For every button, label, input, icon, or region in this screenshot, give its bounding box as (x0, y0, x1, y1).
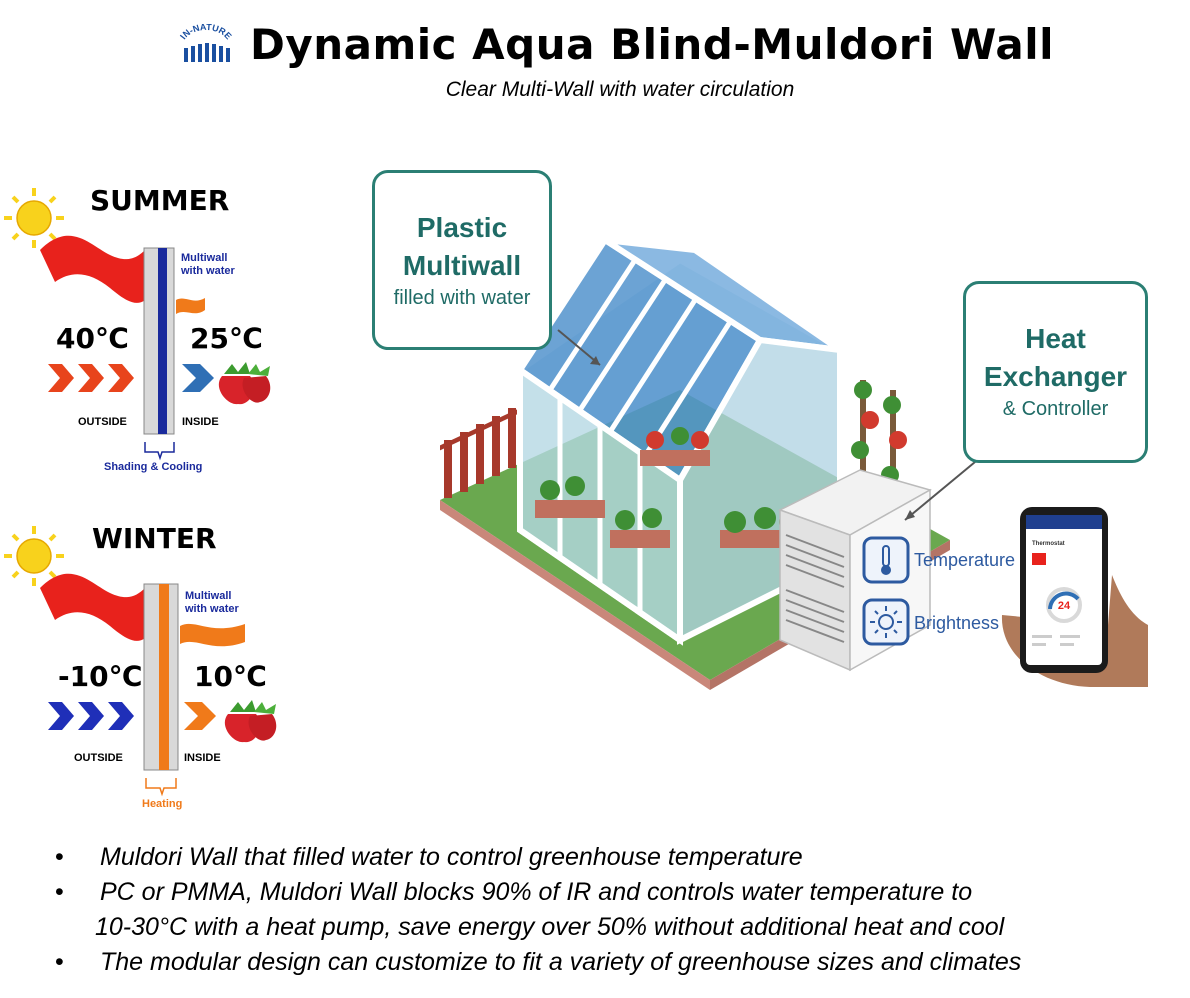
wall-label-line1: Multiwall (185, 590, 232, 602)
winter-outside-label: OUTSIDE (74, 752, 123, 764)
callout-line2: Exchanger (983, 361, 1128, 392)
bullet-text: Muldori Wall that filled water to contro… (100, 843, 803, 871)
list-item: • PC or PMMA, Muldori Wall blocks 90% of… (55, 875, 1185, 910)
callout-line3: filled with water (393, 287, 531, 309)
callout-line2: Multiwall (402, 250, 522, 281)
callout-line1: Heat (1025, 323, 1086, 354)
smartphone: 24 Thermostat (1000, 505, 1150, 690)
summer-inside-label: INSIDE (182, 416, 219, 428)
callout-line3: & Controller (1002, 398, 1109, 420)
strawberry-icon (218, 362, 271, 405)
greenhouse-illustration (440, 235, 950, 690)
strawberry-icon (224, 700, 277, 743)
thermometer-icon (862, 536, 910, 584)
inside-arrow-icon (184, 702, 216, 730)
list-item: • Muldori Wall that filled water to cont… (55, 840, 1185, 875)
brightness-label: Brightness (914, 613, 1000, 633)
phone-screen-title: Thermostat (1032, 541, 1065, 547)
summer-wall-label: Multiwall with water (181, 252, 235, 278)
heat-exchanger-callout: Heat Exchanger & Controller (963, 281, 1148, 463)
logo: IN-NATURE (176, 22, 236, 64)
bullet-text: The modular design can customize to fit … (100, 948, 1022, 976)
summer-outside-temp: 40℃ (56, 322, 129, 355)
page-subtitle: Clear Multi-Wall with water circulation (445, 78, 795, 101)
list-item: • The modular design can customize to fi… (55, 945, 1185, 980)
outside-arrows-icon (48, 702, 134, 730)
bullet-text: 10-30°C with a heat pump, save energy ov… (95, 913, 1005, 941)
wall-label-line2: with water (181, 265, 235, 277)
winter-inside-label: INSIDE (184, 752, 221, 764)
list-item-continuation: 10-30°C with a heat pump, save energy ov… (55, 910, 1185, 945)
plants-icon (535, 427, 801, 548)
callout-line1: Plastic (416, 212, 508, 243)
summer-diagram (4, 188, 271, 461)
bullet-marker: • (55, 878, 64, 906)
summer-bottom-label: Shading & Cooling (104, 461, 203, 473)
sun-icon (4, 188, 64, 248)
bullet-marker: • (55, 948, 64, 976)
winter-title: WINTER (92, 522, 217, 555)
bullet-text: PC or PMMA, Muldori Wall blocks 90% of I… (100, 878, 973, 906)
winter-outside-temp: -10℃ (58, 660, 143, 693)
bullet-marker: • (55, 843, 64, 871)
winter-inside-temp: 10℃ (194, 660, 267, 693)
brightness-icon (862, 598, 910, 646)
fence-icon (440, 408, 520, 498)
winter-panel: WINTER Multiwall with water -10℃ 10℃ OUT… (0, 518, 300, 818)
temperature-control (862, 536, 910, 589)
inside-arrow-icon (182, 364, 214, 392)
summer-title: SUMMER (90, 184, 230, 217)
page-title: Dynamic Aqua Blind-Muldori Wall (250, 20, 1055, 69)
wall-label-line2: with water (185, 603, 239, 615)
bullet-list: • Muldori Wall that filled water to cont… (55, 840, 1185, 980)
phone-setpoint: 24 (1058, 600, 1071, 612)
heat-wave-icon (40, 235, 145, 303)
phone-illustration: 24 Thermostat (1001, 507, 1148, 687)
summer-inside-temp: 25℃ (190, 322, 263, 355)
winter-wall-label: Multiwall with water (185, 590, 239, 616)
brightness-control (862, 598, 910, 651)
sun-icon (4, 526, 64, 586)
winter-diagram (4, 526, 277, 797)
winter-bottom-label: Heating (142, 798, 183, 810)
summer-outside-label: OUTSIDE (78, 416, 127, 428)
multiwall-callout: Plastic Multiwall filled with water (372, 170, 552, 350)
wall-label-line1: Multiwall (181, 252, 228, 264)
summer-panel: SUMMER Multiwall with water 40℃ 25℃ OUTS… (0, 180, 300, 480)
outside-arrows-icon (48, 364, 134, 392)
logo-icon: IN-NATURE (178, 22, 234, 62)
heat-wave-icon (40, 573, 145, 641)
temperature-label: Temperature (914, 550, 1016, 570)
